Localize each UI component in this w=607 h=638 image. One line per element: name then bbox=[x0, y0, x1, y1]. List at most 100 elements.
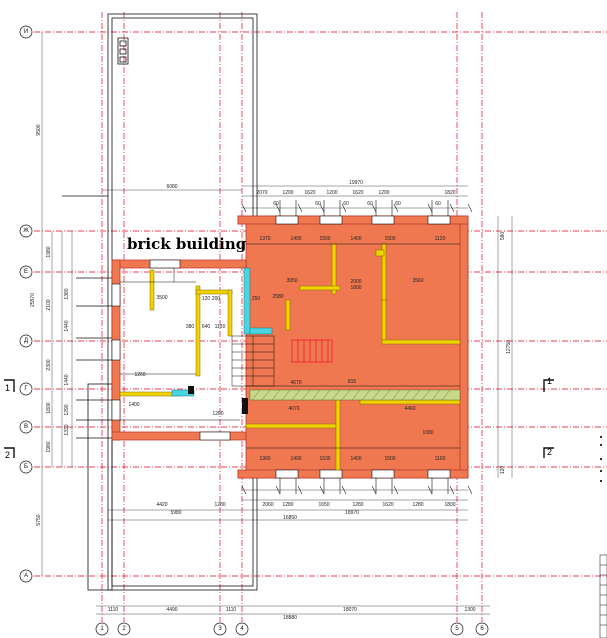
svg-text:1500: 1500 bbox=[384, 456, 395, 462]
section-label-right-2: 2 bbox=[547, 447, 552, 457]
dim-left-mid: 25570 bbox=[30, 293, 36, 307]
dim-bottom-a: 4420 bbox=[156, 502, 167, 508]
svg-text:1290: 1290 bbox=[64, 404, 70, 415]
svg-text:1110: 1110 bbox=[108, 607, 119, 613]
svg-text:Е: Е bbox=[24, 269, 28, 275]
svg-text:1280: 1280 bbox=[352, 502, 363, 508]
section-label-left-2: 2 bbox=[5, 450, 10, 460]
axis-markers-vertical bbox=[95, 622, 489, 636]
axis-labels-vertical: 1 2 3 4 5 6 bbox=[100, 626, 484, 632]
svg-text:1400: 1400 bbox=[350, 236, 361, 242]
svg-text:А: А bbox=[24, 573, 28, 579]
svg-text:200: 200 bbox=[212, 296, 221, 302]
building-title: brick building bbox=[127, 235, 247, 253]
dim-top-overall: 19970 bbox=[349, 180, 363, 186]
dimension-ticks bbox=[241, 203, 473, 495]
svg-text:2070: 2070 bbox=[256, 190, 267, 196]
svg-text:1400: 1400 bbox=[350, 456, 361, 462]
wall-small-dims: 250 120 380 200 640 1130 1400 1260 1080 bbox=[128, 296, 433, 436]
svg-text:60: 60 bbox=[435, 201, 441, 207]
dim-left-total: 9500 bbox=[36, 124, 42, 135]
svg-text:60: 60 bbox=[395, 201, 401, 207]
svg-text:1: 1 bbox=[100, 626, 104, 632]
svg-text:1980: 1980 bbox=[46, 246, 52, 257]
svg-text:2060: 2060 bbox=[262, 502, 273, 508]
svg-text:1080: 1080 bbox=[422, 430, 433, 436]
exterior-walls bbox=[111, 215, 469, 479]
svg-text:Г: Г bbox=[24, 386, 28, 392]
svg-text:1500: 1500 bbox=[319, 236, 330, 242]
svg-text:Д: Д bbox=[24, 338, 28, 344]
dim-top-small: 60 60 60 60 60 60 bbox=[273, 201, 441, 207]
svg-text:2300: 2300 bbox=[46, 359, 52, 370]
svg-text:1620: 1620 bbox=[352, 190, 363, 196]
glass-partitions bbox=[171, 267, 273, 397]
svg-text:Б: Б bbox=[24, 464, 28, 470]
svg-text:2580: 2580 bbox=[272, 294, 283, 300]
dim-bottom-chain: 2060 1280 1650 1280 1620 1280 1800 bbox=[262, 502, 455, 508]
interior-lines bbox=[120, 243, 460, 449]
dim-bottom-d: 16850 bbox=[283, 515, 297, 521]
svg-text:4: 4 bbox=[240, 626, 244, 632]
svg-text:1620: 1620 bbox=[382, 502, 393, 508]
svg-text:640: 640 bbox=[202, 324, 211, 330]
svg-text:1620: 1620 bbox=[304, 190, 315, 196]
svg-text:380: 380 bbox=[186, 324, 195, 330]
dimension-lines bbox=[41, 32, 513, 615]
axis-labels-horizontal: И Ж Е Д Г В Б А bbox=[23, 29, 29, 579]
svg-text:4670: 4670 bbox=[290, 380, 301, 386]
dim-top-left: 6080 bbox=[166, 184, 177, 190]
svg-text:1980: 1980 bbox=[46, 441, 52, 452]
svg-text:4490: 4490 bbox=[166, 607, 177, 613]
svg-text:60: 60 bbox=[315, 201, 321, 207]
svg-text:1400: 1400 bbox=[290, 456, 301, 462]
svg-text:4070: 4070 bbox=[288, 406, 299, 412]
svg-text:1200: 1200 bbox=[378, 190, 389, 196]
svg-text:1820: 1820 bbox=[444, 190, 455, 196]
stair-flight-red bbox=[291, 339, 333, 363]
axis-markers-horizontal bbox=[19, 25, 33, 583]
dim-bottom-total: 18880 bbox=[283, 615, 297, 621]
svg-text:4460: 4460 bbox=[404, 406, 415, 412]
section-label-right-1: 1 bbox=[547, 376, 552, 386]
svg-text:18070: 18070 bbox=[343, 607, 357, 613]
svg-text:1650: 1650 bbox=[318, 502, 329, 508]
svg-text:1440: 1440 bbox=[64, 320, 70, 331]
svg-text:И: И bbox=[24, 29, 28, 35]
svg-text:815: 815 bbox=[348, 379, 357, 385]
legend-marks bbox=[600, 436, 602, 482]
svg-text:В: В bbox=[24, 424, 28, 430]
svg-text:1300: 1300 bbox=[464, 607, 475, 613]
svg-text:250: 250 bbox=[252, 296, 261, 302]
svg-text:3500: 3500 bbox=[156, 295, 167, 301]
svg-text:60: 60 bbox=[367, 201, 373, 207]
dim-right-small-1: 580 bbox=[500, 232, 506, 241]
svg-text:3560: 3560 bbox=[412, 278, 423, 284]
interior-partitions bbox=[119, 243, 461, 471]
columns bbox=[188, 386, 248, 414]
svg-text:1800: 1800 bbox=[46, 402, 52, 413]
left-leaders bbox=[76, 277, 112, 439]
svg-text:1500: 1500 bbox=[384, 236, 395, 242]
svg-text:2: 2 bbox=[122, 626, 126, 632]
dim-right-total: 12750 bbox=[506, 340, 512, 354]
svg-text:1360: 1360 bbox=[259, 456, 270, 462]
dim-left-chain: 1980 2100 2300 1800 1980 5750 bbox=[36, 246, 52, 525]
svg-text:1120: 1120 bbox=[435, 236, 446, 242]
svg-text:6: 6 bbox=[480, 626, 484, 632]
svg-text:1280: 1280 bbox=[282, 502, 293, 508]
svg-text:2100: 2100 bbox=[46, 299, 52, 310]
dim-top-chain: 2070 1200 1620 1200 1620 1200 1820 bbox=[256, 190, 455, 196]
svg-text:2000: 2000 bbox=[350, 279, 361, 285]
window-openings bbox=[111, 215, 451, 479]
svg-text:1440: 1440 bbox=[64, 374, 70, 385]
dim-right-small-2: 120 bbox=[500, 466, 506, 475]
hatched-wall-strip bbox=[249, 389, 461, 401]
svg-text:1800: 1800 bbox=[350, 285, 361, 291]
svg-text:1200: 1200 bbox=[326, 190, 337, 196]
svg-text:3950: 3950 bbox=[286, 278, 297, 284]
svg-text:1100: 1100 bbox=[435, 456, 446, 462]
svg-text:1280: 1280 bbox=[412, 502, 423, 508]
room-dimensions: 1370 1400 1500 1400 1500 1120 3950 3560 … bbox=[156, 236, 445, 462]
svg-text:1380: 1380 bbox=[64, 288, 70, 299]
